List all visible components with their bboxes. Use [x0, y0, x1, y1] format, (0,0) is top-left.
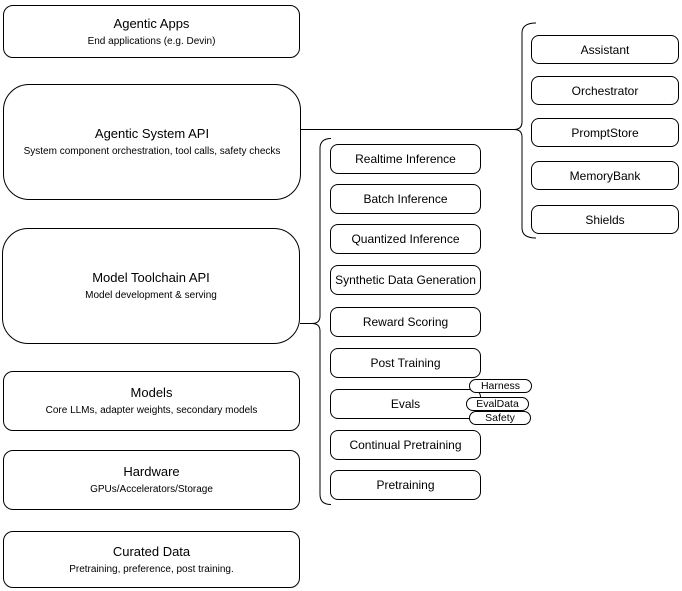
node-curated-data: Curated Data Pretraining, preference, po… — [3, 531, 300, 588]
node-label: PromptStore — [571, 125, 639, 140]
node-label: Post Training — [370, 356, 441, 370]
node-title: Curated Data — [112, 543, 191, 559]
node-title: Models — [130, 385, 173, 400]
node-subtitle: Pretraining, preference, post training. — [69, 563, 234, 575]
node-title: Model Toolchain API — [92, 270, 210, 285]
node-label: Quantized Inference — [351, 232, 460, 246]
node-reward-scoring: Reward Scoring — [330, 307, 481, 337]
node-pretraining: Pretraining — [330, 470, 481, 500]
tag-label: EvalData — [476, 398, 519, 410]
tag-harness: Harness — [469, 379, 532, 393]
node-assistant: Assistant — [531, 35, 679, 64]
node-label: Synthetic Data Generation — [335, 273, 476, 287]
node-subtitle: System component orchestration, tool cal… — [23, 146, 281, 157]
node-title: Agentic Apps — [113, 15, 190, 31]
tag-safety: Safety — [469, 411, 531, 425]
node-post-training: Post Training — [330, 348, 481, 378]
toolchain-brace — [311, 138, 332, 505]
node-label: Assistant — [580, 42, 630, 57]
node-title: Agentic System API — [94, 126, 210, 141]
node-orchestrator: Orchestrator — [531, 76, 679, 105]
node-label: Pretraining — [376, 478, 435, 492]
node-subtitle: Model development & serving — [85, 290, 217, 301]
node-title: Hardware — [123, 464, 180, 479]
node-label: Evals — [390, 397, 421, 411]
node-label: Shields — [585, 212, 625, 227]
tag-label: Safety — [485, 412, 515, 424]
node-promptstore: PromptStore — [531, 118, 679, 147]
node-subtitle: GPUs/Accelerators/Storage — [90, 484, 213, 495]
node-label: Realtime Inference — [355, 152, 456, 166]
node-subtitle: End applications (e.g. Devin) — [87, 35, 216, 47]
node-subtitle: Core LLMs, adapter weights, secondary mo… — [45, 405, 258, 416]
node-realtime-inference: Realtime Inference — [330, 144, 481, 174]
node-label: Reward Scoring — [362, 315, 449, 329]
node-agentic-apps: Agentic Apps End applications (e.g. Devi… — [3, 5, 300, 58]
node-models: Models Core LLMs, adapter weights, secon… — [3, 371, 300, 431]
node-label: Continual Pretraining — [349, 438, 462, 452]
system-components-brace — [513, 22, 537, 239]
tag-evaldata: EvalData — [466, 397, 529, 411]
node-memorybank: MemoryBank — [531, 161, 679, 190]
node-continual-pretraining: Continual Pretraining — [330, 430, 481, 460]
tag-label: Harness — [480, 380, 521, 392]
node-hardware: Hardware GPUs/Accelerators/Storage — [3, 450, 300, 510]
node-label: Orchestrator — [571, 83, 639, 98]
node-evals: Evals — [330, 389, 481, 419]
node-batch-inference: Batch Inference — [330, 184, 481, 214]
node-shields: Shields — [531, 205, 679, 234]
node-model-toolchain-api: Model Toolchain API Model development & … — [2, 228, 300, 344]
node-quantized-inference: Quantized Inference — [330, 224, 481, 254]
node-agentic-system-api: Agentic System API System component orch… — [3, 84, 301, 200]
node-label: Batch Inference — [363, 192, 448, 206]
node-label: MemoryBank — [569, 168, 641, 183]
node-synthetic-data-generation: Synthetic Data Generation — [330, 265, 481, 295]
